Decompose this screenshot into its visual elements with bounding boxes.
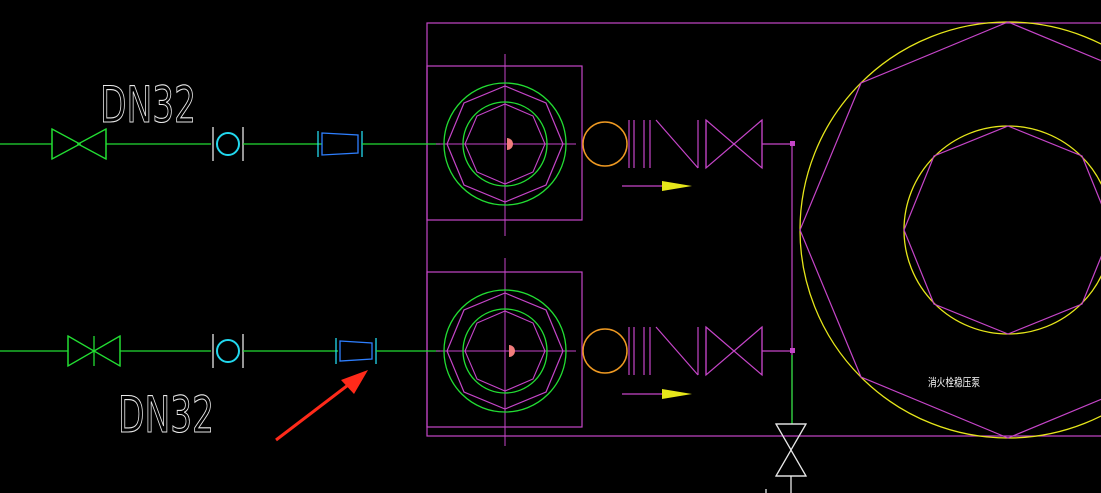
top-pump-inner-circle	[462, 101, 548, 187]
top-pump-center-mark	[507, 138, 513, 150]
bottom-pump-center-mark	[509, 345, 515, 357]
bottom-pump-inner-circle	[462, 308, 548, 394]
top-pump-outer-circle	[443, 82, 567, 206]
top-pump-inner-octagon	[464, 103, 546, 185]
pressure-tank-outer-octagon	[799, 21, 1101, 439]
pressure-tank-inner-octagon	[903, 125, 1101, 335]
bottom-pump-octagon	[446, 292, 564, 410]
bottom-pump-inner-octagon	[464, 310, 546, 392]
bottom-discharge-circle-icon[interactable]	[582, 328, 628, 374]
top-discharge-gate-valve-icon[interactable]	[705, 118, 763, 170]
bottom-pump-outer-circle	[443, 289, 567, 413]
pressure-tank[interactable]	[799, 21, 1101, 439]
annotation-arrow-icon	[275, 370, 368, 442]
bottom-discharge-gate-valve-icon[interactable]	[705, 325, 763, 377]
top-discharge-line	[582, 118, 795, 191]
equipment-frame-outline	[426, 22, 1101, 437]
pump-label: 消火栓稳压泵	[928, 375, 980, 389]
bottom-pressure-gauge-icon[interactable]	[212, 334, 244, 368]
top-pipe-size-label: DN32	[100, 76, 196, 134]
bottom-check-valve-icon[interactable]	[643, 326, 699, 376]
top-pipeline	[0, 127, 440, 161]
bottom-flexible-joint-icon[interactable]	[335, 338, 377, 364]
bottom-gate-valve-icon[interactable]	[67, 334, 121, 368]
bottom-pump-inlet[interactable]	[436, 258, 576, 446]
bottom-pipeline	[0, 334, 440, 368]
top-flexible-joint-icon[interactable]	[317, 131, 363, 157]
equipment-frame	[426, 22, 1101, 437]
top-pump-inlet[interactable]	[436, 54, 576, 236]
top-flow-arrow-icon	[662, 181, 692, 191]
top-discharge-circle-icon[interactable]	[582, 121, 628, 167]
bottom-discharge-line	[582, 325, 795, 399]
top-gate-valve-icon[interactable]	[51, 127, 107, 161]
bottom-flow-arrow-icon	[662, 389, 692, 399]
top-pressure-gauge-icon[interactable]	[212, 127, 244, 161]
top-pump-octagon	[446, 85, 564, 203]
bottom-pipe-size-label: DN32	[118, 386, 214, 444]
top-check-valve-icon[interactable]	[643, 119, 699, 169]
outlet-gate-valve-icon[interactable]	[765, 423, 808, 493]
